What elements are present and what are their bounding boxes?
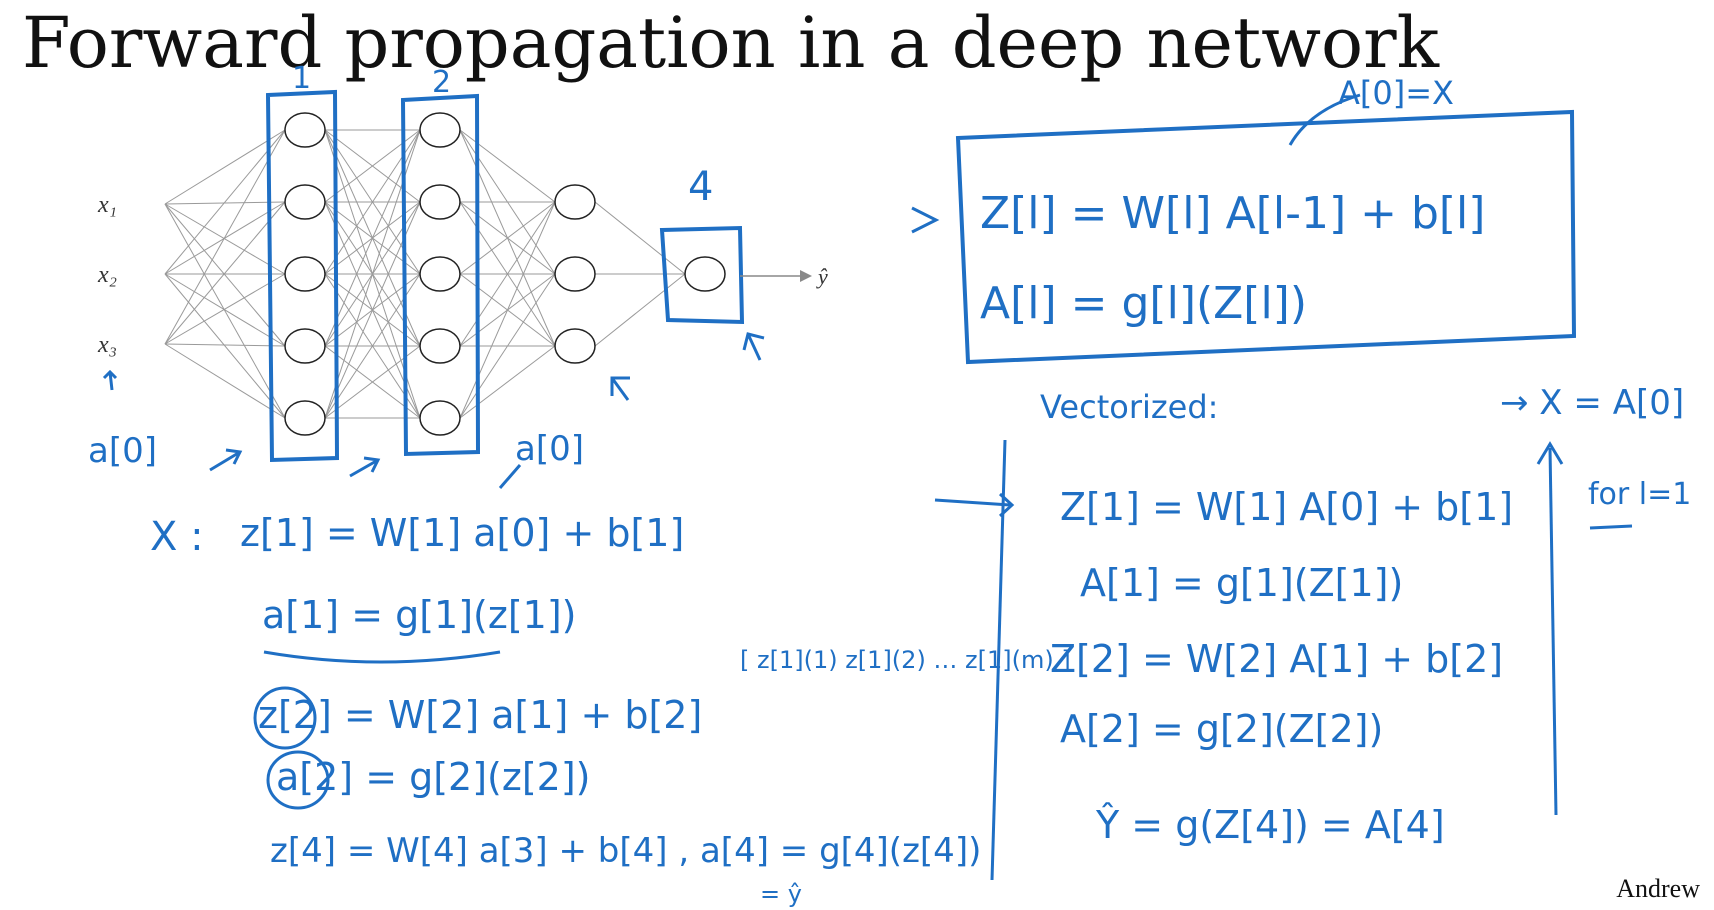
neuron-node xyxy=(284,256,326,292)
output-label: ŷ xyxy=(816,264,828,289)
a2-circle xyxy=(266,750,330,810)
neuron-node xyxy=(284,328,326,364)
network-edge xyxy=(164,273,286,345)
neuron-node xyxy=(554,328,596,364)
annotation-stroke xyxy=(498,464,522,489)
network-edge xyxy=(164,203,286,275)
input-annotation: a[0] xyxy=(88,431,157,471)
general-equation-box xyxy=(955,109,1577,365)
layer-annotation: a[0] xyxy=(515,429,584,469)
loop-vertical-line xyxy=(1548,447,1558,816)
box-top-note: A[0]=X xyxy=(1338,74,1454,112)
input-label: x₂ xyxy=(97,262,117,288)
neuron-node xyxy=(284,184,326,220)
vec-eq-5: Ŷ = g(Z[4]) = A[4] xyxy=(1095,803,1445,847)
vec-eq-1: Z[1] = W[1] A[0] + b[1] xyxy=(1060,485,1513,529)
network-edge xyxy=(164,343,286,347)
single-eq-1: z[1] = W[1] a[0] + b[1] xyxy=(240,511,684,555)
neuron-node xyxy=(284,112,326,148)
single-eq-2: a[1] = g[1](z[1]) xyxy=(262,593,576,637)
footer-name: Andrew xyxy=(1616,874,1700,903)
layer-label-2: 2 xyxy=(432,65,451,100)
vec-eq-4: A[2] = g[2](Z[2]) xyxy=(1060,707,1383,751)
box-line-1: Z[l] = W[l] A[l-1] + b[l] xyxy=(980,188,1485,239)
box-line-2: A[l] = g[l](Z[l]) xyxy=(980,278,1307,329)
neuron-node xyxy=(419,328,461,364)
layer1-box xyxy=(265,89,340,463)
single-eq-5: z[4] = W[4] a[3] + b[4] , a[4] = g[4](z[… xyxy=(270,831,981,871)
network-edge xyxy=(164,203,286,419)
neuron-node xyxy=(554,184,596,220)
network-edge xyxy=(164,273,286,419)
vec-eq-3: Z[2] = W[2] A[1] + b[2] xyxy=(1050,637,1503,681)
network-edge xyxy=(594,201,686,275)
neuron-node xyxy=(284,400,326,436)
layer4-box xyxy=(659,225,745,325)
network-edge xyxy=(459,129,556,203)
neuron-node xyxy=(554,256,596,292)
single-eq-4: a[2] = g[2](z[2]) xyxy=(276,755,590,799)
layer2-pointer-arrow xyxy=(349,456,381,478)
network-edge xyxy=(164,343,286,419)
network-nodes xyxy=(284,112,726,436)
neuron-node xyxy=(419,112,461,148)
output-pointer-arrow xyxy=(742,332,765,361)
network-edge xyxy=(164,203,286,347)
single-eq-3: z[2] = W[2] a[1] + b[2] xyxy=(258,693,702,737)
matrix-note: [ z[1](1) z[1](2) … z[1](m) ] xyxy=(740,646,1071,674)
network-edge xyxy=(459,345,556,419)
layer-label-1: 1 xyxy=(292,61,311,96)
box-pointer-arrow xyxy=(911,206,940,234)
layer-label-4: 4 xyxy=(688,164,713,210)
network-edge xyxy=(459,201,556,419)
network-edge xyxy=(459,273,556,419)
input-labels: x₁ x₂ x₃ xyxy=(97,192,117,358)
vectorized-right-note: → X = A[0] xyxy=(1500,383,1684,423)
input-label: x₁ xyxy=(97,192,117,218)
vectorized-loop-note: for l=1 xyxy=(1588,477,1691,512)
vectorized-heading: Vectorized: xyxy=(1040,388,1218,426)
network-edge xyxy=(164,201,286,205)
neuron-node xyxy=(419,256,461,292)
network-edge xyxy=(164,129,286,205)
neuron-node xyxy=(419,400,461,436)
single-eq-6: = ŷ xyxy=(760,880,802,908)
network-edge xyxy=(164,201,286,345)
network-edge xyxy=(164,129,286,275)
loop-underline xyxy=(1589,524,1633,530)
z2-circle xyxy=(253,686,317,750)
network-edge xyxy=(164,273,286,347)
box-top-note-arrow xyxy=(1288,93,1361,146)
single-example-prefix: X : xyxy=(150,514,204,560)
network-edge xyxy=(594,273,686,347)
neuron-node xyxy=(419,184,461,220)
layer3-pointer-arrow xyxy=(610,376,630,401)
layer2-box xyxy=(400,93,481,457)
input-pointer-arrow xyxy=(102,369,118,391)
brace-under-a1 xyxy=(263,650,501,664)
output-arrowhead xyxy=(800,270,812,282)
layer1-pointer-arrow xyxy=(209,448,243,472)
network-edge xyxy=(164,129,286,345)
neuron-node xyxy=(684,256,726,292)
vec-eq-2: A[1] = g[1](Z[1]) xyxy=(1080,561,1403,605)
page-title: Forward propagation in a deep network xyxy=(22,2,1440,84)
vectorized-entry-arrow xyxy=(934,492,1015,518)
input-label: x₃ xyxy=(97,332,117,358)
loop-arrowhead xyxy=(1536,441,1564,465)
